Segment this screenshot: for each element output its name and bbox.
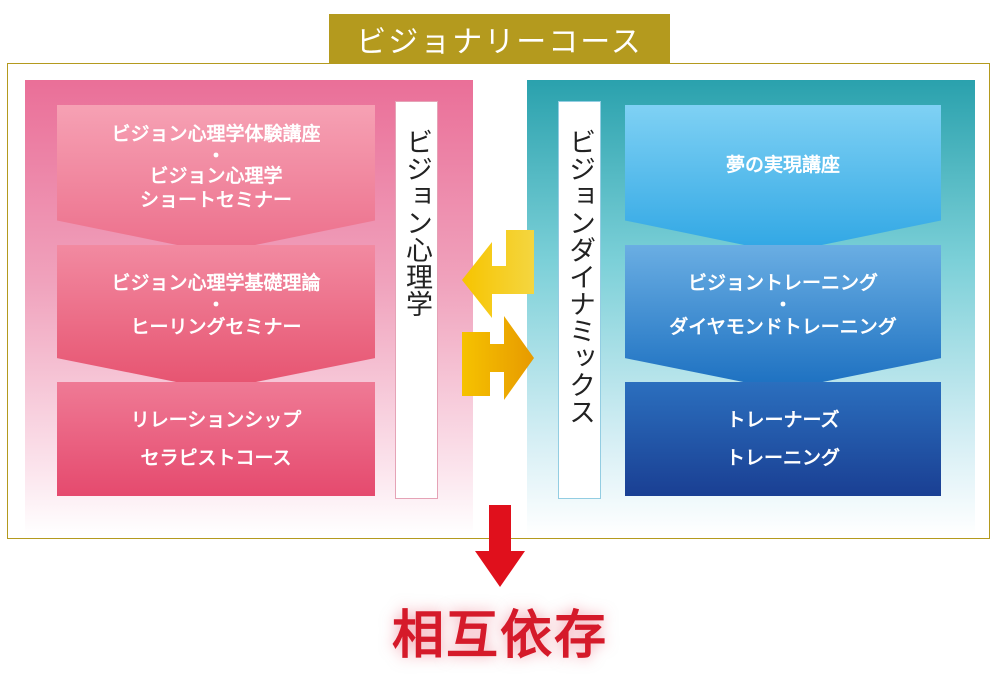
arrow-right-icon (462, 316, 534, 400)
right-vertical-label: ビジョンダイナミックス (558, 101, 601, 499)
right-step-2-line-3: ダイヤモンドトレーニング (669, 315, 897, 338)
left-step-3-line-1: リレーションシップ (130, 409, 302, 431)
right-step-2-line-1: ビジョントレーニング (687, 271, 878, 294)
right-step-3-line-2: トレーニング (725, 447, 840, 469)
bidirectional-arrows-icon (462, 230, 534, 400)
right-step-2: ビジョントレーニング ・ ダイヤモンドトレーニング (625, 245, 941, 390)
down-arrow-icon (475, 505, 525, 587)
right-step-3-line-1: トレーナーズ (726, 409, 840, 431)
left-step-2-line-2: ・ (206, 293, 226, 316)
left-vertical-label-text: ビジョン心理学 (401, 128, 432, 317)
right-step-1: 夢の実現講座 (625, 105, 941, 253)
left-step-2-line-1: ビジョン心理学基礎理論 (111, 271, 321, 294)
left-step-1-line-3: ビジョン心理学 (149, 165, 283, 187)
course-title: ビジョナリーコース (329, 14, 670, 64)
left-step-2-line-3: ヒーリングセミナー (130, 315, 302, 338)
right-step-1-line-1: 夢の実現講座 (725, 154, 840, 176)
left-step-1-line-1: ビジョン心理学体験講座 (111, 123, 321, 145)
right-vertical-label-text: ビジョンダイナミックス (564, 128, 595, 425)
right-step-2-line-2: ・ (773, 293, 793, 316)
right-step-3: トレーナーズ トレーニング (625, 382, 941, 496)
left-vertical-label: ビジョン心理学 (395, 101, 438, 499)
left-step-3-line-2: セラピストコース (140, 447, 292, 469)
left-step-1: ビジョン心理学体験講座 ・ ビジョン心理学 ショートセミナー (57, 105, 375, 253)
left-step-1-line-2: ・ (206, 145, 226, 167)
left-step-2: ビジョン心理学基礎理論 ・ ヒーリングセミナー (57, 245, 375, 390)
left-step-3: リレーションシップ セラピストコース (57, 382, 375, 496)
result-text: 相互依存 (391, 604, 608, 666)
left-step-1-line-4: ショートセミナー (139, 189, 292, 211)
arrow-left-icon (462, 230, 534, 318)
